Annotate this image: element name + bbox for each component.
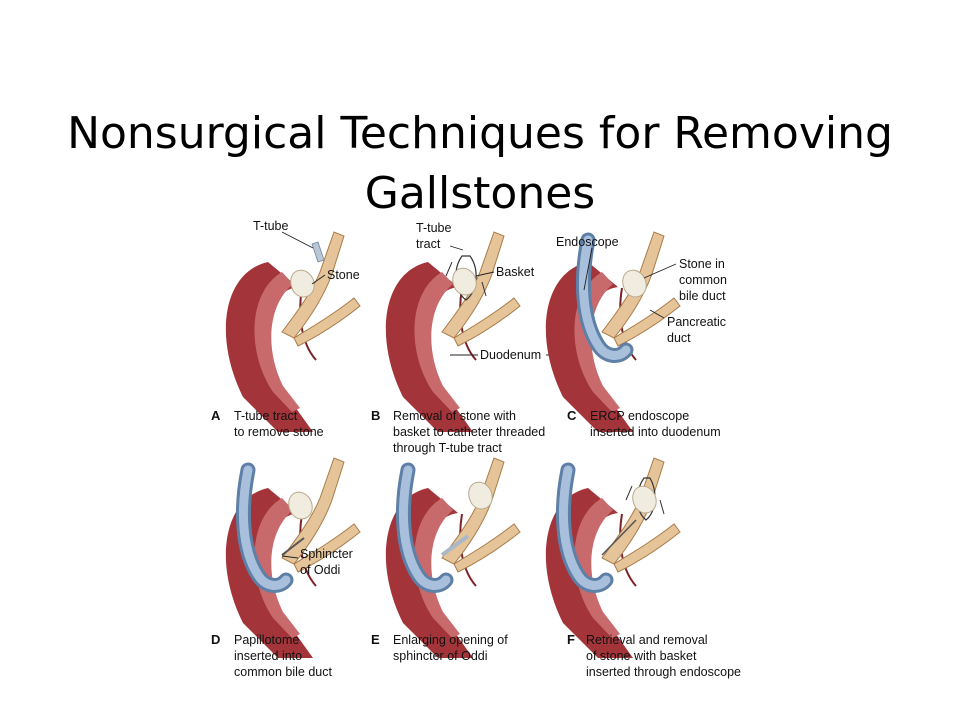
leader-endoscope [583, 247, 593, 291]
label-stone-cbd-1: Stone in [679, 257, 725, 271]
panel-c-letter: C [567, 408, 577, 423]
panel-f-caption-2: of stone with basket [586, 649, 697, 663]
panel-a-illustration [224, 231, 361, 433]
panel-f-caption-1: Retrieval and removal [586, 633, 708, 647]
panel-e-caption-2: sphincter of Oddi [393, 649, 488, 663]
leader-stone [311, 274, 326, 285]
label-sphincter-2: of Oddi [300, 563, 340, 577]
label-stone: Stone [327, 268, 360, 282]
panel-e-letter: E [371, 632, 380, 647]
leader-t-tube-tract [449, 245, 464, 251]
label-sphincter-1: Sphincter [300, 547, 353, 561]
panel-b-caption-3: through T-tube tract [393, 441, 502, 455]
panel-b-caption-2: basket to catheter threaded [393, 425, 545, 439]
panel-b-caption-1: Removal of stone with [393, 409, 516, 423]
label-stone-cbd-3: bile duct [679, 289, 726, 303]
panel-d-illustration [224, 457, 361, 659]
panel-a-caption-2: to remove stone [234, 425, 324, 439]
panel-b-illustration [384, 231, 521, 433]
panel-c-caption-2: inserted into duodenum [590, 425, 721, 439]
panel-a-caption-1: T-tube tract [234, 409, 298, 423]
panel-d-caption-2: inserted into [234, 649, 302, 663]
label-basket: Basket [496, 265, 535, 279]
label-t-tube: T-tube [253, 219, 288, 233]
title-line-2: Gallstones [364, 168, 596, 219]
panel-a-letter: A [211, 408, 221, 423]
label-stone-cbd-2: common [679, 273, 727, 287]
leader-sphincter [281, 555, 299, 559]
leader-stone-cbd [643, 263, 677, 279]
panel-d-letter: D [211, 632, 220, 647]
label-pancreatic-duct-2: duct [667, 331, 691, 345]
panel-e-caption-1: Enlarging opening of [393, 633, 508, 647]
leader-basket [475, 271, 495, 277]
leader-t-tube [281, 231, 314, 249]
panel-f-caption-3: inserted through endoscope [586, 665, 741, 679]
label-pancreatic-duct-1: Pancreatic [667, 315, 726, 329]
panel-b-letter: B [371, 408, 380, 423]
panel-d-caption-1: Papillotome [234, 633, 299, 647]
label-duodenum: Duodenum [480, 348, 541, 362]
slide-title: Nonsurgical Techniques for Removing Gall… [40, 104, 920, 224]
leader-pancreatic-duct [649, 309, 665, 319]
title-line-1: Nonsurgical Techniques for Removing [67, 108, 893, 159]
label-t-tube-tract-2: tract [416, 237, 441, 251]
label-t-tube-tract-1: T-tube [416, 221, 451, 235]
panel-f-letter: F [567, 632, 575, 647]
panel-d-caption-3: common bile duct [234, 665, 332, 679]
label-endoscope: Endoscope [556, 235, 619, 249]
panel-e-illustration [384, 457, 521, 659]
panel-c-caption-1: ERCP endoscope [590, 409, 689, 423]
panel-f-illustration [544, 457, 681, 659]
panel-c-illustration [544, 231, 681, 433]
